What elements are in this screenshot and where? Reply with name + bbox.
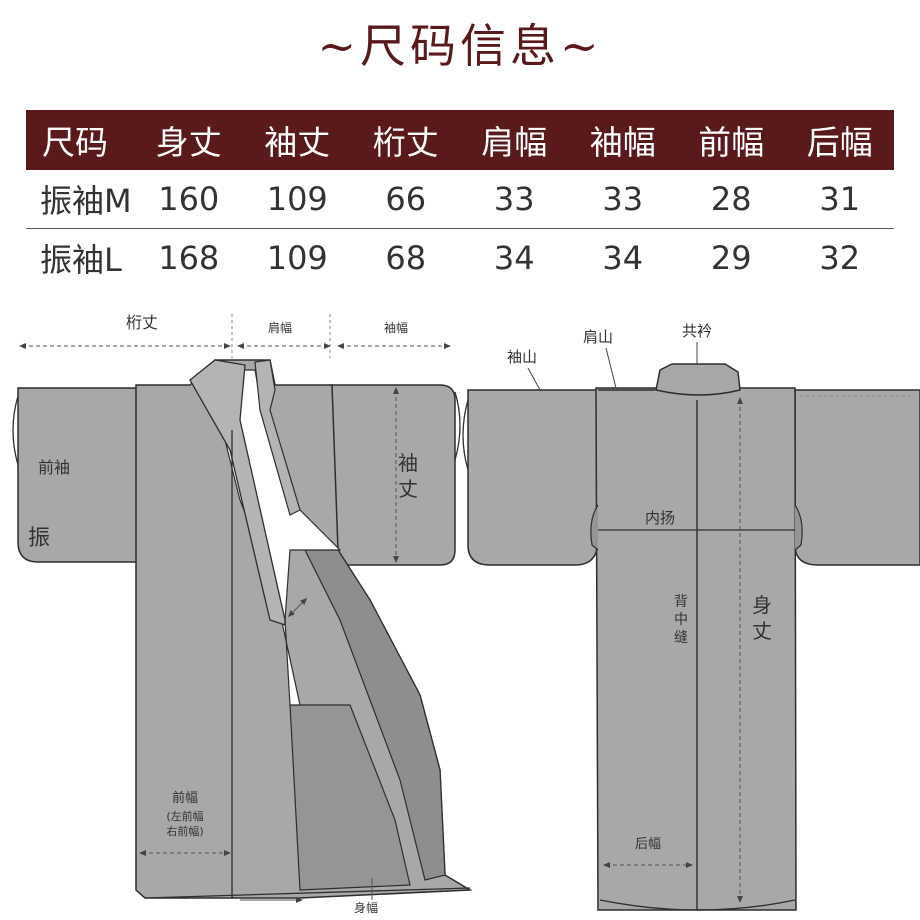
- kimono-diagram: 桁丈 肩幅 袖幅 前袖 振 袖 丈 前幅 (左前幅 右前幅) 身幅: [12, 313, 920, 915]
- back-body: [595, 387, 797, 911]
- label-mitake-1: 身: [752, 593, 772, 617]
- back-right-sleeve: [794, 389, 920, 566]
- header-sodehaba: 袖幅: [568, 110, 677, 170]
- table-cell: 31: [785, 170, 894, 229]
- table-cell: 109: [243, 170, 352, 229]
- table-row: 振袖M 160 109 66 33 33 28 31: [26, 170, 894, 229]
- left-sleeve-cuff: [12, 395, 19, 466]
- front-collar-right: [254, 359, 301, 516]
- table-cell: 28: [677, 170, 786, 229]
- table-cell: 振袖L: [40, 241, 122, 279]
- back-collar: [655, 363, 741, 396]
- table-cell: 34: [602, 239, 644, 277]
- label-mihaba: 身幅: [354, 900, 378, 915]
- table-cell: 168: [158, 239, 220, 277]
- label-furi: 振: [28, 526, 50, 551]
- header-maehaba: 前幅: [677, 110, 786, 170]
- table-cell: 66: [351, 170, 460, 229]
- table-cell: 29: [710, 239, 752, 277]
- label-ushirohaba: 后幅: [635, 837, 661, 852]
- label-sodetake-1: 袖: [398, 451, 418, 475]
- front-right-sleeve: [329, 384, 456, 566]
- label-maehaba: 前幅: [172, 790, 198, 806]
- size-table: 尺码 身丈 袖丈 桁丈 肩幅 袖幅 前幅 后幅 振袖M 160 109 66 3…: [26, 110, 894, 287]
- table-cell: 68: [385, 239, 427, 277]
- label-sodetake-2: 丈: [398, 477, 418, 501]
- label-tomoeri: 共衿: [682, 322, 712, 340]
- label-senaka-1: 背: [674, 594, 688, 610]
- header-ushirohaba: 后幅: [785, 110, 894, 170]
- right-sleeve-cuff: [454, 391, 461, 461]
- label-sodeyama: 袖山: [507, 348, 537, 366]
- kimono-front: 桁丈 肩幅 袖幅 前袖 振 袖 丈 前幅 (左前幅 右前幅) 身幅: [12, 313, 473, 915]
- label-uchiage: 内扬: [645, 509, 675, 527]
- label-maesode: 前袖: [38, 458, 70, 477]
- kimono-back: 袖山 肩山 共衿 内扬 背 中 缝 身 丈 后幅: [462, 322, 920, 911]
- front-inner-panel: [304, 549, 446, 881]
- label-katayama: 肩山: [583, 328, 613, 346]
- table-cell: 109: [266, 239, 328, 277]
- table-cell: 32: [819, 239, 861, 277]
- header-katahaba: 肩幅: [460, 110, 569, 170]
- front-left-sleeve: [17, 387, 141, 563]
- label-katahaba: 肩幅: [268, 320, 292, 335]
- label-senaka-3: 缝: [674, 630, 688, 646]
- table-cell: 33: [568, 170, 677, 229]
- size-table-header: 尺码 身丈 袖丈 桁丈 肩幅 袖幅 前幅 后幅: [26, 110, 894, 170]
- table-row: 振袖L 168 109 68 34 34 29 32: [26, 229, 894, 288]
- back-left-sleeve: [467, 389, 599, 566]
- page-title: ~尺码信息~: [317, 19, 603, 73]
- table-cell: 160: [134, 170, 243, 229]
- table-cell: 34: [493, 239, 535, 277]
- label-senaka-2: 中: [674, 612, 688, 628]
- label-mitake-2: 丈: [752, 619, 772, 643]
- header-yuki: 桁丈: [351, 110, 460, 170]
- header-size: 尺码: [26, 110, 135, 170]
- label-yuki: 桁丈: [126, 313, 158, 332]
- table-cell: 振袖M: [26, 170, 135, 229]
- header-mitake: 身丈: [134, 110, 243, 170]
- label-sodehaba: 袖幅: [384, 320, 408, 335]
- label-maehaba-note-2: 右前幅): [166, 824, 203, 838]
- label-maehaba-note-1: (左前幅: [166, 809, 203, 823]
- front-inner-lower: [289, 704, 411, 891]
- table-cell: 33: [460, 170, 569, 229]
- front-collar: [189, 359, 286, 626]
- header-sodetake: 袖丈: [243, 110, 352, 170]
